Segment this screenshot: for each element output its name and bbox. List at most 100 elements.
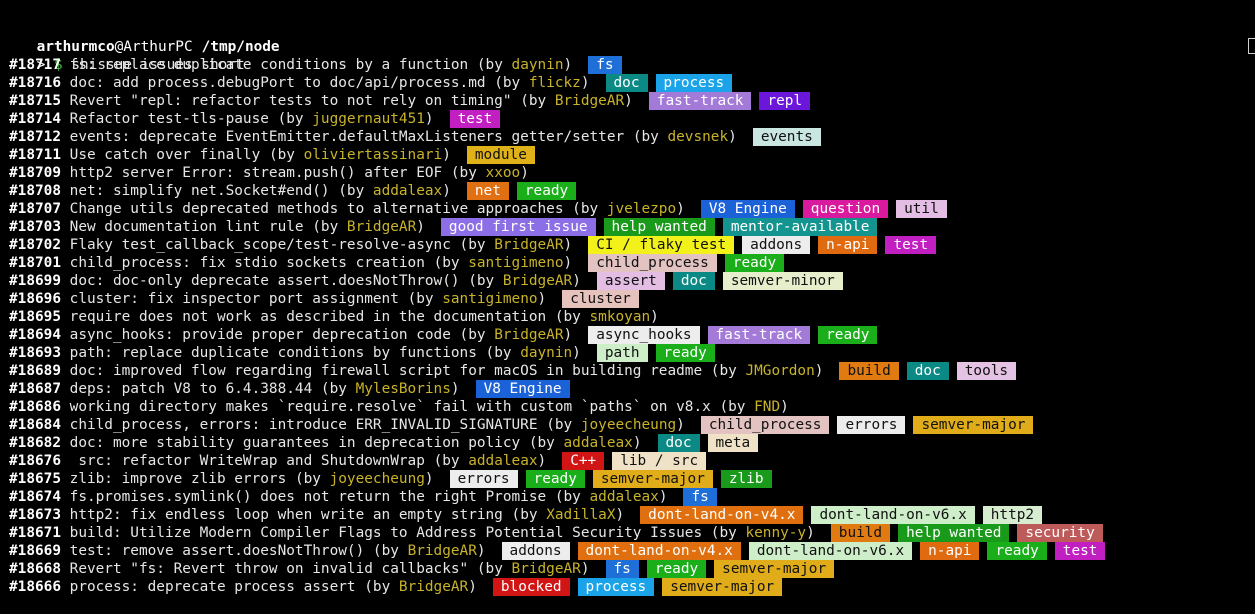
issue-label[interactable]: module	[466, 146, 535, 164]
issue-label[interactable]: async_hooks	[588, 326, 700, 344]
issue-number[interactable]: #18686	[9, 399, 61, 415]
issue-label[interactable]: assert	[596, 272, 665, 290]
issue-label[interactable]: dont-land-on-v4.x	[577, 542, 741, 560]
issue-number[interactable]: #18671	[9, 525, 61, 541]
issue-label[interactable]: ready	[646, 560, 707, 578]
issue-label[interactable]: doc	[605, 74, 648, 92]
issue-author[interactable]: addaleax	[468, 453, 538, 469]
issue-number[interactable]: #18696	[9, 291, 61, 307]
issue-number[interactable]: #18668	[9, 561, 61, 577]
issue-label[interactable]: n-api	[818, 236, 878, 254]
issue-author[interactable]: BridgeAR	[494, 327, 564, 343]
issue-label[interactable]: semver-major	[662, 578, 783, 596]
issue-label[interactable]: cluster	[562, 290, 639, 308]
issue-author[interactable]: BridgeAR	[407, 543, 477, 559]
issue-author[interactable]: joyeecheung	[329, 471, 425, 487]
issue-label[interactable]: semver-major	[913, 416, 1034, 434]
issue-number[interactable]: #18676	[9, 453, 61, 469]
issue-label[interactable]: doc	[657, 434, 700, 452]
issue-number[interactable]: #18699	[9, 273, 61, 289]
issue-number[interactable]: #18709	[9, 165, 61, 181]
issue-number[interactable]: #18703	[9, 219, 61, 235]
issue-label[interactable]: build	[830, 524, 891, 542]
issue-number[interactable]: #18666	[9, 579, 61, 595]
issue-label[interactable]: CI / flaky test	[588, 236, 735, 254]
issue-label[interactable]: mentor-available	[722, 218, 878, 236]
issue-author[interactable]: santigimeno	[442, 291, 538, 307]
issue-number[interactable]: #18684	[9, 417, 61, 433]
issue-author[interactable]: daynin	[520, 345, 573, 361]
issue-number[interactable]: #18669	[9, 543, 61, 559]
issue-label[interactable]: repl	[759, 92, 811, 110]
issue-label[interactable]: fast-track	[648, 92, 752, 110]
issue-author[interactable]: JMGordon	[745, 363, 815, 379]
issue-number[interactable]: #18675	[9, 471, 61, 487]
issue-label[interactable]: ready	[525, 470, 585, 488]
issue-author[interactable]: santigimeno	[468, 255, 564, 271]
issue-author[interactable]: devsnek	[667, 129, 729, 145]
issue-label[interactable]: meta	[707, 434, 759, 452]
issue-label[interactable]: blocked	[492, 578, 570, 596]
issue-number[interactable]: #18701	[9, 255, 61, 271]
issue-number[interactable]: #18716	[9, 75, 61, 91]
issue-label[interactable]: V8 Engine	[475, 380, 570, 398]
issue-author[interactable]: oliviertassinari	[303, 147, 443, 163]
issue-label[interactable]: test	[449, 110, 501, 128]
issue-author[interactable]: addaleax	[563, 435, 633, 451]
issue-label[interactable]: path	[596, 344, 648, 362]
issue-author[interactable]: FND	[754, 399, 781, 415]
issue-author[interactable]: xxoo	[485, 165, 521, 181]
issue-label[interactable]: dont-land-on-v6.x	[748, 542, 913, 560]
issue-label[interactable]: security	[1017, 524, 1103, 542]
issue-number[interactable]: #18707	[9, 201, 61, 217]
issue-author[interactable]: kenny-y	[745, 525, 807, 541]
issue-label[interactable]: net	[466, 182, 509, 200]
issue-label[interactable]: addons	[742, 236, 811, 254]
issue-label[interactable]: dont-land-on-v6.x	[811, 506, 975, 524]
issue-author[interactable]: BridgeAR	[502, 273, 573, 289]
issue-label[interactable]: process	[655, 74, 733, 92]
issue-author[interactable]: joyeecheung	[580, 417, 677, 433]
issue-label[interactable]: http2	[982, 506, 1043, 524]
issue-label[interactable]: doc	[906, 362, 949, 380]
issue-label[interactable]: build	[839, 362, 899, 380]
issue-number[interactable]: #18712	[9, 129, 61, 145]
issue-author[interactable]: BridgeAR	[554, 93, 625, 109]
issue-label[interactable]: fs	[605, 560, 639, 578]
issue-number[interactable]: #18693	[9, 345, 61, 361]
issue-label[interactable]: tools	[956, 362, 1017, 380]
issue-author[interactable]: BridgeAR	[511, 561, 581, 577]
issue-number[interactable]: #18682	[9, 435, 61, 451]
issue-label[interactable]: fast-track	[707, 326, 811, 344]
issue-author[interactable]: flickz	[528, 75, 581, 91]
issue-label[interactable]: ready	[987, 542, 1047, 560]
issue-author[interactable]: XadillaX	[546, 507, 616, 523]
issue-label[interactable]: process	[577, 578, 655, 596]
issue-label[interactable]: errors	[449, 470, 518, 488]
issue-label[interactable]: child_process	[700, 416, 830, 434]
issue-label[interactable]: C++	[562, 452, 605, 470]
issue-number[interactable]: #18674	[9, 489, 61, 505]
issue-number[interactable]: #18694	[9, 327, 61, 343]
issue-author[interactable]: jvelezpo	[606, 201, 677, 217]
issue-label[interactable]: V8 Engine	[700, 200, 795, 218]
issue-label[interactable]: util	[896, 200, 947, 218]
issue-label[interactable]: errors	[837, 416, 906, 434]
issue-label[interactable]: question	[802, 200, 889, 218]
issue-author[interactable]: MylesBorins	[355, 381, 451, 397]
issue-label[interactable]: ready	[516, 182, 577, 200]
issue-number[interactable]: #18702	[9, 237, 61, 253]
issue-number[interactable]: #18715	[9, 93, 61, 109]
issue-author[interactable]: BridgeAR	[398, 579, 469, 595]
issue-label[interactable]: semver-minor	[722, 272, 843, 290]
issue-number[interactable]: #18689	[9, 363, 61, 379]
issue-label[interactable]: ready	[724, 254, 785, 272]
issue-label[interactable]: doc	[672, 272, 715, 290]
issue-author[interactable]: addaleax	[589, 489, 659, 505]
issue-label[interactable]: dont-land-on-v4.x	[640, 506, 804, 524]
issue-label[interactable]: ready	[655, 344, 715, 362]
issue-number[interactable]: #18717	[9, 57, 61, 73]
issue-label[interactable]: test	[885, 236, 937, 254]
issue-number[interactable]: #18687	[9, 381, 61, 397]
